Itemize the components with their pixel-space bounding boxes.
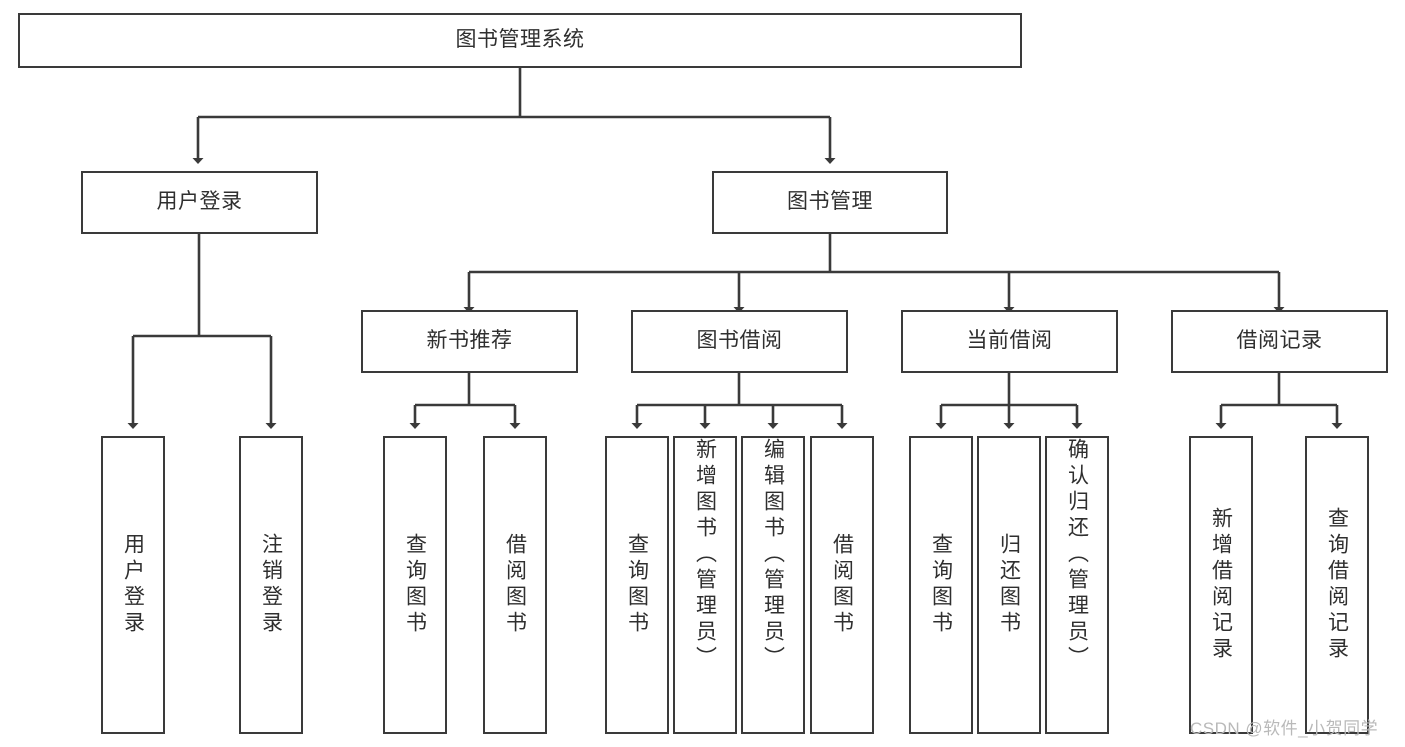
node-leaf-add-record[interactable]: 新增借阅记录 [1189,436,1253,734]
node-leaf-query-book-3-label: 查询图书 [929,533,953,637]
node-leaf-confirm-return[interactable]: 确认归还（管理员） [1045,436,1109,734]
node-leaf-return-book-label: 归还图书 [997,533,1021,637]
node-book-borrow-label: 图书借阅 [696,329,783,353]
node-book-management-label: 图书管理 [787,190,873,214]
node-user-login[interactable]: 用户登录 [81,171,318,234]
node-leaf-query-record-label: 查询借阅记录 [1325,507,1349,663]
node-leaf-borrow-book-2-label: 借阅图书 [830,533,854,637]
node-leaf-borrow-book-1-label: 借阅图书 [503,533,527,637]
node-leaf-add-record-label: 新增借阅记录 [1209,507,1233,663]
node-book-management[interactable]: 图书管理 [712,171,948,234]
node-leaf-query-book-1[interactable]: 查询图书 [383,436,447,734]
node-new-book-recommend[interactable]: 新书推荐 [361,310,578,373]
node-leaf-query-book-3[interactable]: 查询图书 [909,436,973,734]
node-root[interactable]: 图书管理系统 [18,13,1022,68]
node-leaf-query-book-1-label: 查询图书 [403,533,427,637]
node-leaf-add-book-label: 新增图书（管理员） [693,438,717,672]
node-leaf-borrow-book-1[interactable]: 借阅图书 [483,436,547,734]
node-leaf-edit-book[interactable]: 编辑图书（管理员） [741,436,805,734]
node-leaf-edit-book-label: 编辑图书（管理员） [761,438,785,672]
node-new-book-recommend-label: 新书推荐 [426,329,513,353]
node-borrow-record[interactable]: 借阅记录 [1171,310,1388,373]
node-leaf-return-book[interactable]: 归还图书 [977,436,1041,734]
node-leaf-logout-login[interactable]: 注销登录 [239,436,303,734]
node-book-borrow[interactable]: 图书借阅 [631,310,848,373]
node-current-borrow-label: 当前借阅 [966,329,1053,353]
node-root-label: 图书管理系统 [455,28,585,52]
node-current-borrow[interactable]: 当前借阅 [901,310,1118,373]
node-leaf-add-book[interactable]: 新增图书（管理员） [673,436,737,734]
node-leaf-logout-login-label: 注销登录 [259,533,283,637]
node-user-login-label: 用户登录 [156,190,243,214]
node-leaf-confirm-return-label: 确认归还（管理员） [1065,438,1089,672]
node-borrow-record-label: 借阅记录 [1236,329,1323,353]
node-leaf-user-login[interactable]: 用户登录 [101,436,165,734]
node-leaf-query-book-2-label: 查询图书 [625,533,649,637]
node-leaf-borrow-book-2[interactable]: 借阅图书 [810,436,874,734]
node-leaf-user-login-label: 用户登录 [121,533,145,637]
node-leaf-query-book-2[interactable]: 查询图书 [605,436,669,734]
node-leaf-query-record[interactable]: 查询借阅记录 [1305,436,1369,734]
csdn-watermark: CSDN @软件_小贺同学 [1190,719,1379,738]
